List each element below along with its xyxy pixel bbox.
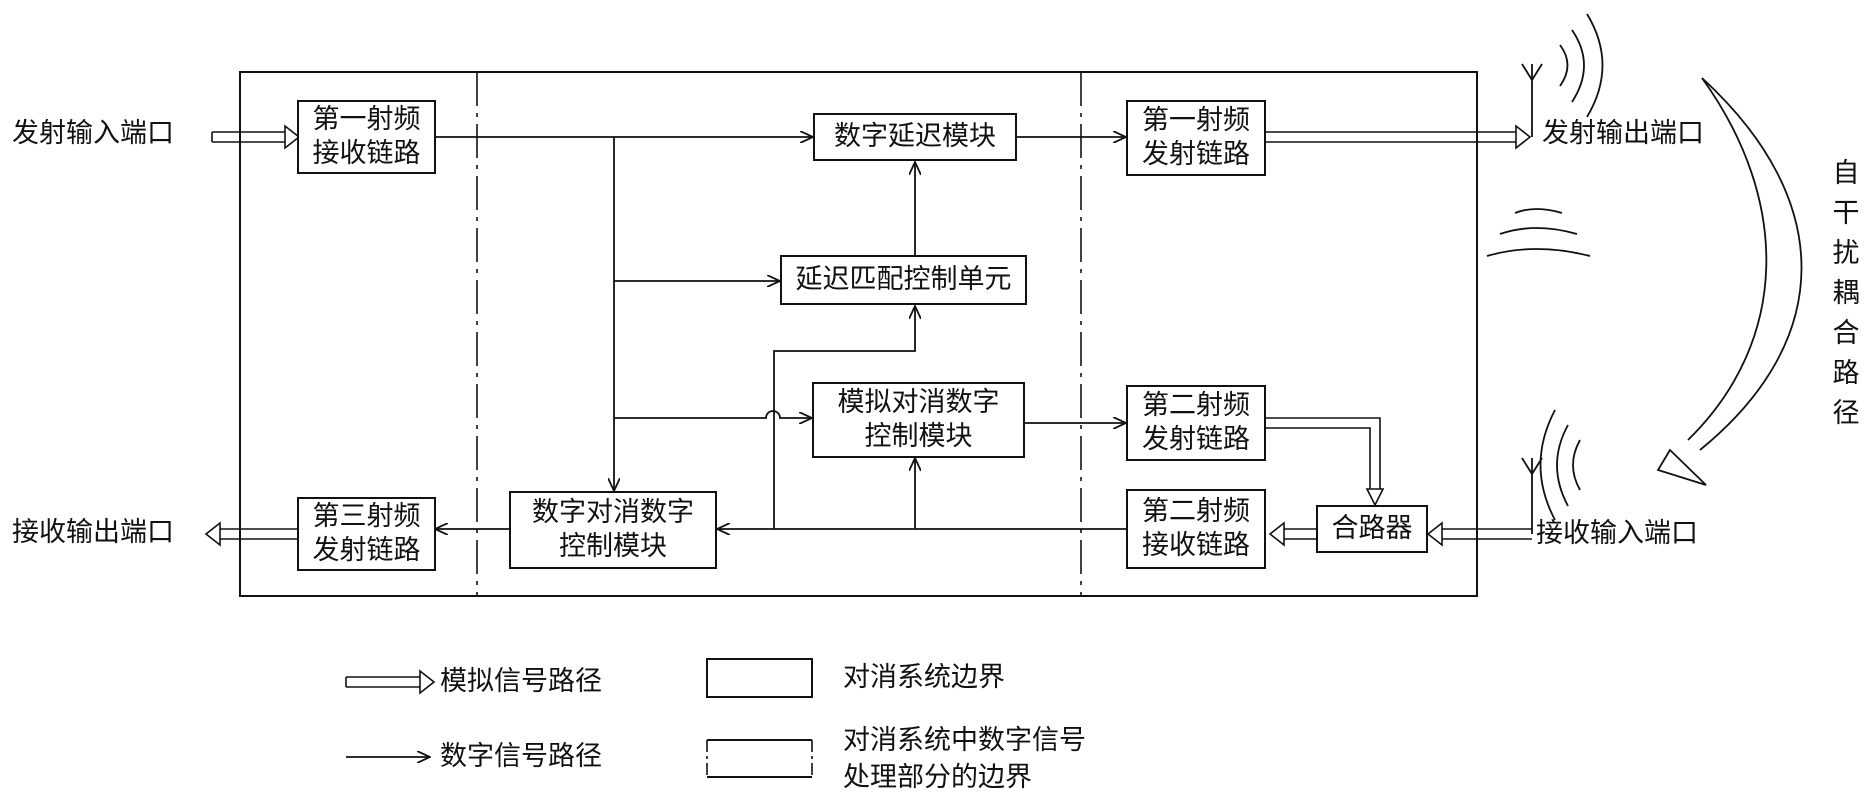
block-line-1: 合路器	[1331, 513, 1413, 544]
analog-path-rx-input	[1426, 521, 1532, 547]
block-line-2: 控制模块	[864, 421, 973, 452]
legend-analog-path-label: 模拟信号路径	[440, 666, 602, 697]
legend-digital-boundary-symbol	[706, 739, 813, 778]
rf-tx-chain-3-block: 第三射频 发射链路	[297, 497, 436, 571]
analog-path-combiner-to-rx2	[1268, 521, 1316, 547]
block-line-1: 第二射频	[1142, 496, 1250, 527]
delay-match-control-unit-block: 延迟匹配控制单元	[780, 255, 1027, 305]
rf-rx-chain-2-block: 第二射频 接收链路	[1126, 489, 1266, 569]
legend-digital-boundary-label-line-2: 处理部分的边界	[843, 762, 1032, 793]
coupling-path-label-char: 路	[1832, 358, 1860, 389]
legend-digital-path-label: 数字信号路径	[440, 741, 602, 772]
digital-cancel-digital-control-block: 数字对消数字 控制模块	[509, 491, 717, 569]
digital-delay-module-block: 数字延迟模块	[813, 113, 1017, 161]
block-line-1: 第二射频	[1142, 390, 1250, 421]
block-line-2: 控制模块	[559, 531, 667, 562]
tx-radiation-waves-icon	[1559, 13, 1604, 118]
cancellation-system-boundary	[239, 71, 1478, 597]
digital-path-feedback-to-delay-match	[773, 306, 915, 529]
coupling-path-label-char: 干	[1832, 198, 1860, 229]
coupling-path-label: 自干扰耦合路径	[1829, 154, 1863, 434]
tx-output-port-label: 发射输出端口	[1542, 118, 1704, 149]
block-line-2: 接收链路	[312, 138, 421, 169]
block-line-1: 第一射频	[1142, 105, 1250, 136]
rf-rx-chain-1-block: 第一射频 接收链路	[297, 100, 436, 174]
block-line-1: 数字延迟模块	[834, 121, 996, 152]
rx-input-port-label: 接收输入端口	[1536, 518, 1698, 549]
block-line-2: 发射链路	[1142, 424, 1250, 455]
coupling-path-label-char: 径	[1832, 398, 1860, 429]
rx-output-port-label: 接收输出端口	[12, 517, 174, 548]
interference-waves-icon	[1486, 208, 1591, 257]
coupling-path-label-char: 自	[1832, 158, 1860, 189]
block-line-1: 第三射频	[312, 501, 421, 532]
analog-path-tx-output	[1266, 124, 1532, 150]
coupling-path-label-char: 耦	[1832, 278, 1860, 309]
rx-antenna-icon	[1521, 457, 1543, 534]
block-line-2: 发射链路	[1142, 139, 1250, 170]
tx-input-port-label: 发射输入端口	[12, 118, 174, 149]
block-line-2: 接收链路	[1142, 530, 1250, 561]
block-line-1: 第一射频	[312, 104, 421, 135]
block-line-2: 发射链路	[312, 535, 421, 566]
analog-path-rx-output	[204, 521, 299, 547]
legend-analog-path-symbol	[345, 669, 436, 695]
legend-digital-boundary-label-line-1: 对消系统中数字信号	[843, 725, 1086, 756]
analog-path-tx-input	[211, 124, 301, 150]
rf-tx-chain-1-block: 第一射频 发射链路	[1126, 100, 1266, 176]
digital-path-to-analog-ctrl	[614, 410, 812, 418]
analog-path-tx2-to-combiner	[1266, 417, 1385, 507]
combiner-block: 合路器	[1316, 505, 1428, 553]
block-line-1: 延迟匹配控制单元	[795, 264, 1012, 295]
coupling-path-label-char: 扰	[1832, 238, 1860, 269]
coupling-path-arrow-icon	[1656, 77, 1803, 486]
legend-system-boundary-label: 对消系统边界	[843, 662, 1005, 693]
rf-tx-chain-2-block: 第二射频 发射链路	[1126, 385, 1266, 461]
block-line-1: 数字对消数字	[532, 497, 694, 528]
legend-system-boundary-symbol	[706, 658, 813, 698]
analog-cancel-digital-control-block: 模拟对消数字 控制模块	[812, 382, 1025, 458]
tx-antenna-icon	[1521, 63, 1543, 137]
block-line-1: 模拟对消数字	[837, 387, 1000, 418]
rx-radiation-waves-icon	[1539, 409, 1581, 521]
coupling-path-label-char: 合	[1832, 318, 1860, 349]
